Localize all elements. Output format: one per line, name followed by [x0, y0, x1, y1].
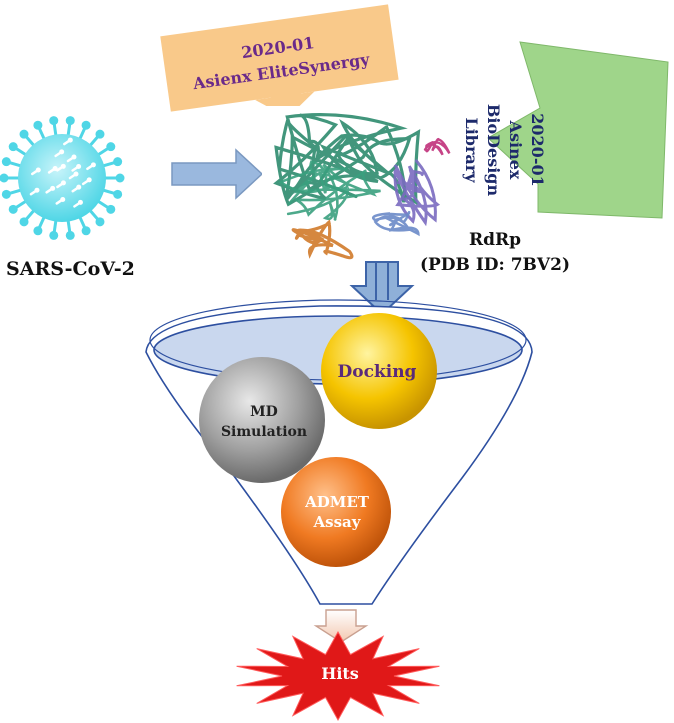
- md-simulation-label: MD Simulation: [204, 402, 324, 442]
- target-label: RdRp (PDB ID: 7BV2): [410, 228, 580, 278]
- docking-ball: [321, 313, 437, 429]
- target-name: RdRp: [468, 230, 522, 250]
- library-right-label: 2020-01 Asinex BioDesign Library: [428, 70, 548, 230]
- down-arrow-icon: [349, 261, 415, 316]
- virus-label: SARS-CoV-2: [6, 258, 135, 280]
- sars-cov-2-virus-icon: [0, 116, 125, 240]
- md-label-line2: Simulation: [220, 424, 308, 440]
- target-pdb-id: (PDB ID: 7BV2): [419, 255, 570, 275]
- library-right-date: 2020-01: [528, 113, 547, 187]
- library-top-box: [160, 4, 399, 118]
- md-simulation-ball: [199, 357, 325, 483]
- library-right-name-1: Asinex: [506, 120, 525, 180]
- md-label-line1: MD: [250, 404, 278, 420]
- library-right-box: [487, 41, 669, 219]
- admet-label-line2: Assay: [313, 513, 361, 531]
- hits-label: Hits: [321, 664, 359, 683]
- down-arrow-icon: [266, 88, 304, 112]
- library-right-name-2: BioDesign: [484, 103, 503, 197]
- admet-assay-label: ADMET Assay: [282, 492, 392, 532]
- down-arrow-icon: [313, 609, 369, 643]
- admet-label-line1: ADMET: [305, 493, 369, 511]
- hits-starburst-icon: [236, 630, 440, 722]
- right-arrow-icon: [171, 148, 264, 200]
- library-right-name-3: Library: [462, 117, 481, 183]
- docking-label: Docking: [337, 362, 417, 382]
- admet-assay-ball: [281, 457, 391, 567]
- rdrp-protein-structure: [262, 106, 474, 264]
